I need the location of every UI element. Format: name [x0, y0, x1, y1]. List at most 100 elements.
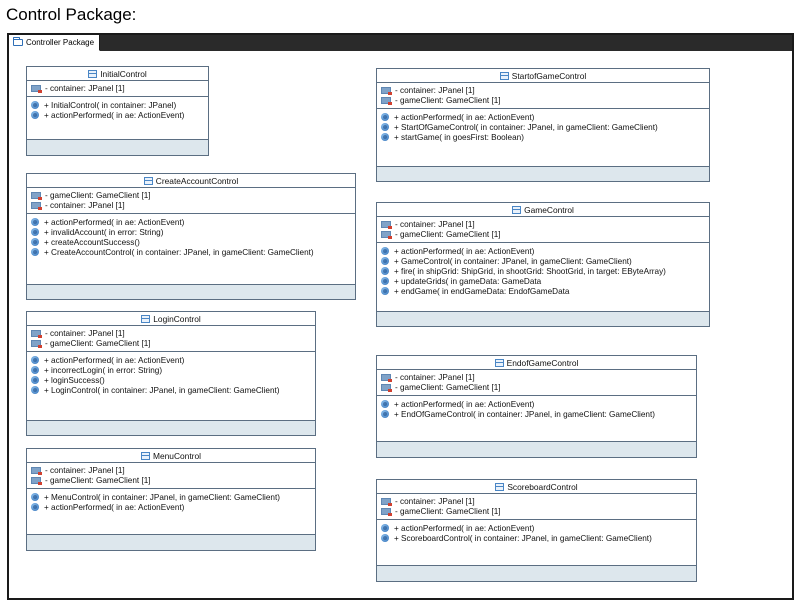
operation-row: + loginSuccess(): [31, 375, 315, 385]
class-create-account-control[interactable]: CreateAccountControl - gameClient: GameC…: [26, 173, 356, 300]
class-header: LoginControl: [27, 312, 315, 326]
private-field-icon: [381, 96, 392, 105]
operation-row: + ScoreboardControl( in container: JPane…: [381, 533, 696, 543]
class-game-control[interactable]: GameControl - container: JPanel [1] - ga…: [376, 202, 710, 327]
public-method-icon: [31, 218, 39, 226]
public-method-icon: [31, 376, 39, 384]
attribute-row: - container: JPanel [1]: [31, 200, 355, 210]
public-method-icon: [381, 287, 389, 295]
class-icon: [495, 482, 505, 491]
private-field-icon: [31, 466, 42, 475]
operation-compartment: + actionPerformed( in ae: ActionEvent) +…: [377, 520, 696, 546]
public-method-icon: [381, 123, 389, 131]
public-method-icon: [381, 277, 389, 285]
operation-text: + GameControl( in container: JPanel, in …: [394, 256, 632, 266]
class-name: EndofGameControl: [506, 357, 579, 368]
attribute-compartment: - container: JPanel [1] - gameClient: Ga…: [377, 83, 709, 109]
private-field-icon: [381, 497, 392, 506]
operation-row: + endGame( in endGameData: EndofGameData: [381, 286, 709, 296]
operation-row: + actionPerformed( in ae: ActionEvent): [31, 217, 355, 227]
class-icon: [141, 451, 151, 460]
operation-text: + loginSuccess(): [44, 375, 105, 385]
class-end-of-game-control[interactable]: EndofGameControl - container: JPanel [1]…: [376, 355, 697, 458]
attribute-text: - gameClient: GameClient [1]: [395, 382, 501, 392]
class-icon: [88, 69, 98, 78]
attribute-text: - gameClient: GameClient [1]: [395, 229, 501, 239]
class-menu-control[interactable]: MenuControl - container: JPanel [1] - ga…: [26, 448, 316, 551]
public-method-icon: [31, 493, 39, 501]
class-header: CreateAccountControl: [27, 174, 355, 188]
attribute-compartment: - container: JPanel [1] - gameClient: Ga…: [377, 217, 709, 243]
public-method-icon: [381, 534, 389, 542]
folder-icon: [13, 37, 23, 46]
class-scoreboard-control[interactable]: ScoreboardControl - container: JPanel [1…: [376, 479, 697, 582]
private-field-icon: [31, 191, 42, 200]
operation-row: + actionPerformed( in ae: ActionEvent): [381, 399, 696, 409]
class-name: LoginControl: [153, 313, 201, 324]
public-method-icon: [31, 503, 39, 511]
attribute-row: - container: JPanel [1]: [31, 465, 315, 475]
class-login-control[interactable]: LoginControl - container: JPanel [1] - g…: [26, 311, 316, 436]
public-method-icon: [381, 410, 389, 418]
class-initial-control[interactable]: InitialControl - container: JPanel [1] +…: [26, 66, 209, 156]
class-name: InitialControl: [100, 68, 147, 79]
public-method-icon: [31, 248, 39, 256]
operation-row: + fire( in shipGrid: ShipGrid, in shootG…: [381, 266, 709, 276]
operation-compartment: + InitialControl( in container: JPanel) …: [27, 97, 208, 123]
public-method-icon: [381, 524, 389, 532]
operation-text: + EndOfGameControl( in container: JPanel…: [394, 409, 655, 419]
class-icon: [143, 176, 153, 185]
class-footer: [27, 534, 315, 550]
attribute-compartment: - container: JPanel [1] - gameClient: Ga…: [27, 463, 315, 489]
operation-row: + incorrectLogin( in error: String): [31, 365, 315, 375]
public-method-icon: [381, 133, 389, 141]
class-header: ScoreboardControl: [377, 480, 696, 494]
public-method-icon: [381, 257, 389, 265]
class-name: GameControl: [524, 204, 574, 215]
attribute-row: - gameClient: GameClient [1]: [381, 229, 709, 239]
operation-compartment: + actionPerformed( in ae: ActionEvent) +…: [377, 396, 696, 422]
operation-text: + createAccountSuccess(): [44, 237, 140, 247]
operation-compartment: + actionPerformed( in ae: ActionEvent) +…: [377, 109, 709, 145]
public-method-icon: [31, 101, 39, 109]
operation-text: + invalidAccount( in error: String): [44, 227, 164, 237]
attribute-compartment: - container: JPanel [1]: [27, 81, 208, 97]
class-header: InitialControl: [27, 67, 208, 81]
operation-text: + ScoreboardControl( in container: JPane…: [394, 533, 652, 543]
attribute-text: - container: JPanel [1]: [45, 465, 125, 475]
operation-row: + InitialControl( in container: JPanel): [31, 100, 208, 110]
class-name: ScoreboardControl: [507, 481, 578, 492]
attribute-text: - container: JPanel [1]: [395, 85, 475, 95]
operation-text: + actionPerformed( in ae: ActionEvent): [44, 502, 185, 512]
private-field-icon: [381, 86, 392, 95]
public-method-icon: [31, 386, 39, 394]
class-footer: [377, 565, 696, 581]
operation-text: + LoginControl( in container: JPanel, in…: [44, 385, 280, 395]
attribute-text: - gameClient: GameClient [1]: [45, 475, 151, 485]
attribute-text: - gameClient: GameClient [1]: [45, 190, 151, 200]
private-field-icon: [381, 230, 392, 239]
operation-row: + StartOfGameControl( in container: JPan…: [381, 122, 709, 132]
operation-text: + actionPerformed( in ae: ActionEvent): [44, 217, 185, 227]
operation-row: + MenuControl( in container: JPanel, in …: [31, 492, 315, 502]
attribute-row: - container: JPanel [1]: [381, 219, 709, 229]
attribute-text: - gameClient: GameClient [1]: [45, 338, 151, 348]
operation-row: + invalidAccount( in error: String): [31, 227, 355, 237]
operation-text: + incorrectLogin( in error: String): [44, 365, 163, 375]
class-icon: [512, 205, 522, 214]
operation-text: + actionPerformed( in ae: ActionEvent): [394, 246, 535, 256]
attribute-text: - container: JPanel [1]: [395, 219, 475, 229]
operation-text: + fire( in shipGrid: ShipGrid, in shootG…: [394, 266, 666, 276]
attribute-compartment: - container: JPanel [1] - gameClient: Ga…: [27, 326, 315, 352]
private-field-icon: [31, 339, 42, 348]
operation-text: + StartOfGameControl( in container: JPan…: [394, 122, 658, 132]
attribute-row: - gameClient: GameClient [1]: [31, 338, 315, 348]
public-method-icon: [31, 366, 39, 374]
attribute-row: - container: JPanel [1]: [381, 372, 696, 382]
attribute-text: - container: JPanel [1]: [45, 328, 125, 338]
operation-row: + createAccountSuccess(): [31, 237, 355, 247]
package-tab[interactable]: Controller Package: [9, 35, 101, 51]
operation-compartment: + actionPerformed( in ae: ActionEvent) +…: [377, 243, 709, 299]
class-start-of-game-control[interactable]: StartofGameControl - container: JPanel […: [376, 68, 710, 182]
attribute-compartment: - container: JPanel [1] - gameClient: Ga…: [377, 494, 696, 520]
